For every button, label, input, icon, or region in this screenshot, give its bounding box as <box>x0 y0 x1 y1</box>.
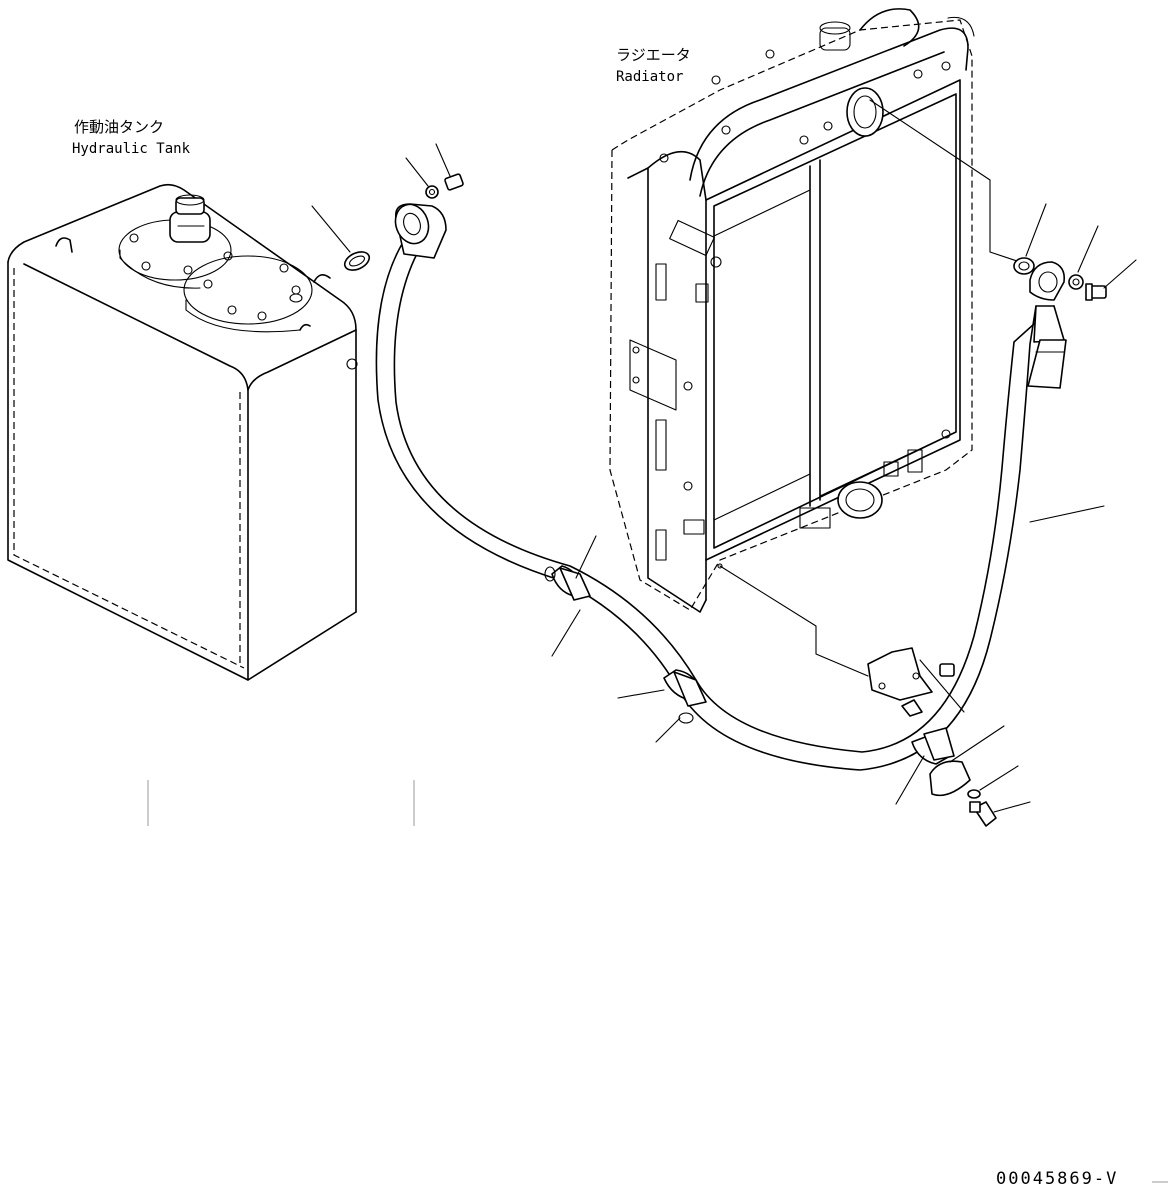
tank-flange-elbow <box>394 143 464 259</box>
hose-bracket <box>717 563 965 717</box>
tank-label-jp: 作動油タンク <box>74 118 164 136</box>
tank-o-ring <box>311 205 371 271</box>
radiator-label-jp: ラジエータ <box>616 46 691 64</box>
hydraulic-tank <box>7 183 358 681</box>
hose-clamp-3 <box>895 725 1005 805</box>
cover-bolts <box>129 233 301 321</box>
radiator <box>609 8 975 613</box>
drawing-number: 00045869-V <box>996 1169 1118 1189</box>
hose-leader <box>1029 505 1105 523</box>
hose-clamp-1 <box>544 535 597 657</box>
clamp-bolt-washer <box>967 765 1031 827</box>
tank-label-en: Hydraulic Tank <box>72 141 191 157</box>
guide-ticks <box>147 780 1168 1183</box>
radiator-label-en: Radiator <box>616 69 683 85</box>
radiator-fittings <box>1013 203 1137 301</box>
radiator-port-leader <box>869 99 1021 263</box>
hose-clamp-2 <box>617 669 707 743</box>
breather-cap-icon <box>169 194 211 243</box>
hydraulic-hose <box>375 243 1067 771</box>
